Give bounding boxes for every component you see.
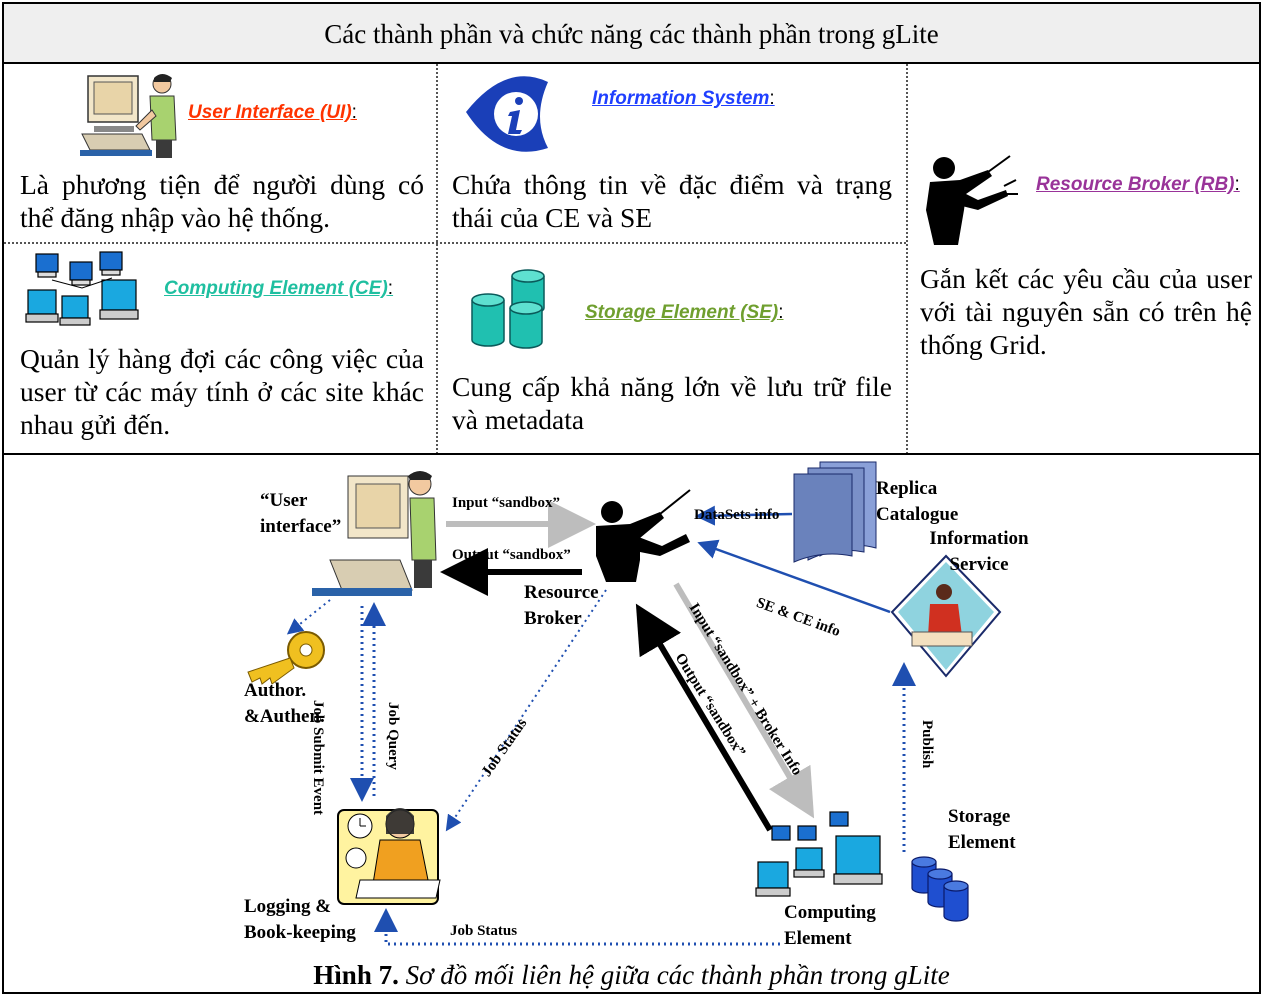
ce-title: Computing Element (CE): <box>164 278 393 300</box>
diagram-storage-icon <box>911 856 969 922</box>
ui-description: Là phương tiện để người dùng có thể đăng… <box>20 169 424 233</box>
output-sandbox-ce-arrow <box>635 603 773 832</box>
label-job-submit-event: Job Submit Event <box>310 700 326 816</box>
label-computing-element: Computing Element <box>784 902 876 949</box>
label-information-service: Information Service <box>929 528 1029 575</box>
ui-title: User Interface (UI): <box>188 102 357 124</box>
label-author-authen: Author. &Authen. <box>244 680 325 727</box>
column-divider-2 <box>906 64 908 454</box>
diagram-key-icon <box>247 631 325 685</box>
label-logging: Logging & Book-keeping <box>244 896 356 943</box>
job-status-bottom-arrow <box>374 908 780 946</box>
caption-text: Sơ đồ mối liên hệ giữa các thành phần tr… <box>398 960 950 990</box>
is-title-text: Information System <box>592 88 770 109</box>
label-job-status-bottom: Job Status <box>450 923 518 939</box>
label-input-sandbox: Input “sandbox” <box>452 495 560 511</box>
ce-description: Quản lý hàng đợi các công việc của user … <box>20 343 424 440</box>
se-description: Cung cấp khả năng lớn về lưu trữ file và… <box>452 371 892 435</box>
label-user-interface: “User interface” <box>260 490 342 537</box>
caption-label: Hình 7. <box>313 960 399 990</box>
figure-caption: Hình 7. Sơ đồ mối liên hệ giữa các thành… <box>4 960 1259 991</box>
rb-title-colon: : <box>1234 174 1240 195</box>
label-publish: Publish <box>919 720 935 769</box>
is-description: Chứa thông tin về đặc điểm và trạng thái… <box>452 169 892 233</box>
diagram-information-service-icon <box>890 554 1002 678</box>
ce-title-text: Computing Element (CE) <box>164 278 388 299</box>
label-output-sandbox: Output “sandbox” <box>452 547 571 563</box>
diagram-logging-icon <box>337 808 441 905</box>
rb-title: Resource Broker (RB): <box>1036 174 1240 196</box>
label-job-query: Job Query <box>385 702 401 770</box>
glite-diagram <box>247 461 1002 946</box>
table-header: Các thành phần và chức năng các thành ph… <box>4 4 1259 64</box>
storage-cylinders-icon <box>471 269 545 349</box>
se-title-colon: : <box>778 302 784 323</box>
diagram-replica-catalogue-icon <box>793 461 877 563</box>
conductor-icon <box>926 155 1018 245</box>
rb-description: Gắn kết các yêu cầu của user với tài ngu… <box>920 263 1252 360</box>
se-ce-info-arrow <box>697 539 891 614</box>
computers-network-icon <box>25 251 139 326</box>
diagram-computing-element-icon <box>755 811 883 897</box>
rb-title-text: Resource Broker (RB) <box>1036 174 1235 195</box>
diagram-resource-broker-icon <box>596 489 691 582</box>
se-title: Storage Element (SE): <box>585 302 784 324</box>
input-broker-arrow <box>673 582 815 819</box>
ui-title-colon: : <box>351 102 357 123</box>
section-divider <box>4 453 1259 455</box>
label-storage-element: Storage Element <box>948 806 1016 853</box>
label-datasets-info: DataSets info <box>694 507 780 523</box>
is-title: Information System: <box>592 88 775 110</box>
se-title-text: Storage Element (SE) <box>585 302 779 323</box>
auth-arrow <box>286 599 331 635</box>
column-divider-1 <box>436 64 438 454</box>
label-replica-catalogue: Replica Catalogue <box>876 478 959 525</box>
ce-title-colon: : <box>387 278 394 299</box>
user-at-computer-icon <box>80 74 177 158</box>
is-title-colon: : <box>769 88 775 109</box>
label-resource-broker: Resource Broker <box>524 582 599 629</box>
datasets-info-arrow <box>695 505 793 526</box>
ui-title-text: User Interface (UI) <box>188 102 352 123</box>
row-divider <box>4 242 906 244</box>
diagram-user-interface-icon <box>312 471 437 596</box>
information-icon <box>466 76 548 152</box>
